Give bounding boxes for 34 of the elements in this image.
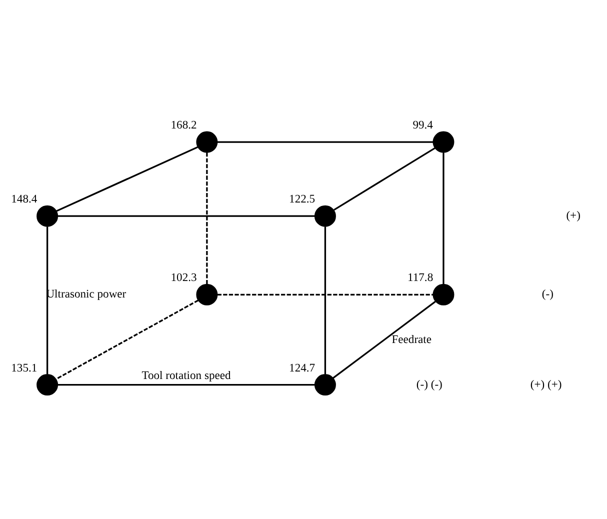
node-circle [196, 131, 218, 153]
connector [442, 152, 444, 284]
label: (-) [542, 288, 554, 301]
connector [58, 384, 315, 386]
connector [217, 294, 434, 296]
node-label: 135.1 [11, 361, 38, 374]
node-label: 124.7 [289, 361, 316, 374]
node-circle [314, 205, 336, 227]
connector [58, 215, 315, 217]
connector [206, 152, 208, 284]
node-circle [196, 284, 218, 306]
connector [56, 146, 198, 212]
node-circle [36, 374, 58, 396]
connector [46, 226, 48, 374]
label: (+) (+) [530, 378, 562, 391]
node-circle [314, 374, 336, 396]
connector [324, 226, 326, 374]
connector [217, 141, 434, 143]
node-label: 102.3 [170, 271, 197, 284]
node-circle [432, 131, 454, 153]
label: (+) [566, 209, 580, 222]
edge-label: Tool rotation speed [142, 369, 231, 382]
node-label: 99.4 [412, 118, 433, 132]
node-label: 117.8 [408, 271, 434, 284]
connector [56, 300, 199, 380]
node-circle [432, 284, 454, 306]
node-label: 148.4 [11, 192, 38, 206]
node-label: 168.2 [170, 118, 197, 132]
edge-label: Feedrate [392, 332, 432, 346]
connector [334, 147, 436, 211]
node-circle [36, 205, 58, 227]
connector [332, 300, 436, 379]
node-label: 122.5 [289, 192, 316, 206]
label: (-) (-) [416, 378, 442, 391]
